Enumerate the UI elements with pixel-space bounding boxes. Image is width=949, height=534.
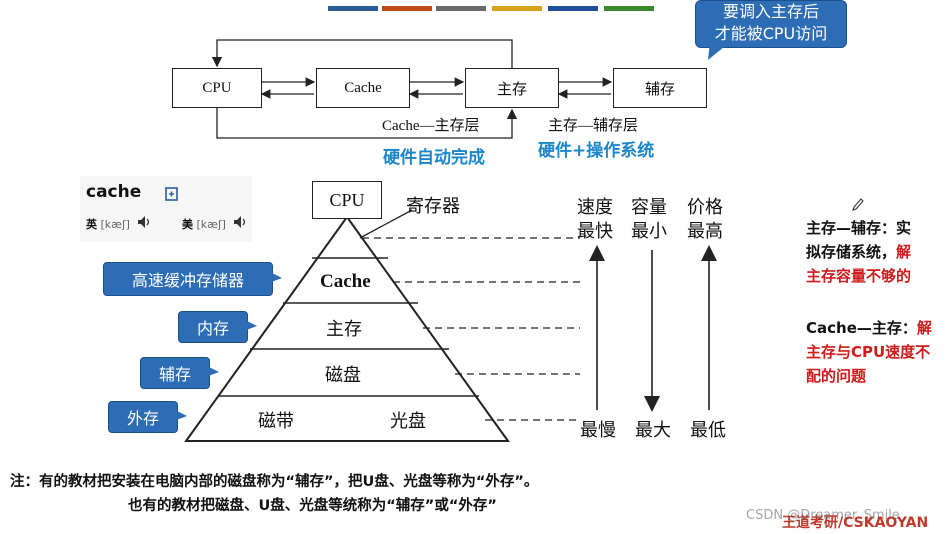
pyramid-level-optical: 光盘	[390, 411, 426, 432]
callout-cache-memory: 高速缓冲存储器	[103, 262, 273, 296]
note-cache-main: Cache—主存：解 主存与CPU速度不 配的问题	[806, 316, 949, 388]
pyramid-level-cache: Cache	[320, 271, 371, 292]
uk-label: 英	[86, 218, 97, 231]
top-callout: 要调入主存后 才能被CPU访问	[695, 0, 847, 48]
bookmark-icon[interactable]	[164, 186, 180, 202]
color-bar-segment	[436, 6, 486, 11]
note-cache-main-line-3: 配的问题	[806, 367, 867, 385]
color-bar-segment	[604, 6, 654, 11]
note-main-aux-line-2a: 拟存储系统，	[806, 243, 897, 261]
note-main-aux: 主存—辅存：实 拟存储系统，解 主存容量不够的	[806, 216, 949, 288]
pen-icon	[852, 198, 864, 211]
callout-tail	[241, 318, 257, 332]
pyramid-level-tape: 磁带	[258, 411, 294, 432]
label-cache-main-layer: Cache—主存层	[382, 118, 480, 134]
callout-tail	[203, 364, 219, 378]
brand-label: 王道考研/CSKAOYAN	[782, 515, 929, 531]
us-label: 美	[182, 218, 193, 231]
uk-pronunciation: 英 [kæʃ]	[86, 216, 130, 232]
main-memory-box: 主存	[465, 68, 559, 108]
note-main-aux-line-2: 拟存储系统，解	[806, 240, 949, 264]
callout-tail	[708, 42, 730, 60]
color-bar-segment	[382, 6, 432, 11]
dictionary-word: cache	[86, 182, 142, 202]
us-ipa: [kæʃ]	[196, 218, 226, 231]
note-main-aux-line-2b: 解	[896, 243, 912, 261]
pyramid-level-main: 主存	[326, 319, 362, 340]
aux-memory-box: 辅存	[613, 68, 707, 108]
pyramid-cpu-box: CPU	[312, 181, 382, 219]
callout-external-memory: 外存	[108, 401, 178, 433]
capacity-top-label: 容量 最小	[631, 196, 667, 244]
callout-internal-memory: 内存	[178, 311, 248, 343]
note-cache-main-line-2: 主存与CPU速度不	[806, 343, 931, 361]
callout-line-2: 才能被CPU访问	[714, 24, 828, 43]
speed-top-label: 速度 最快	[577, 196, 613, 244]
price-label: 价格	[687, 197, 723, 218]
note-cache-main-line-1a: Cache—主存：	[806, 319, 917, 337]
cpu-box: CPU	[172, 68, 262, 108]
dictionary-popup: cache 英 [kæʃ] 美 [kæʃ]	[80, 176, 252, 242]
cache-box: Cache	[316, 68, 410, 108]
us-pronunciation: 美 [kæʃ]	[182, 216, 226, 232]
callout-line-1: 要调入主存后	[722, 2, 819, 21]
color-bar-segment	[548, 6, 598, 11]
largest-label: 最大	[635, 420, 671, 441]
label-main-aux-layer: 主存—辅存层	[548, 118, 639, 134]
capacity-label: 容量	[631, 197, 667, 218]
note-hardware-auto: 硬件自动完成	[383, 148, 485, 168]
slowest-label: 最慢	[580, 420, 616, 441]
smallest-label: 最小	[631, 221, 667, 242]
highest-label: 最高	[687, 221, 723, 242]
bottom-note-line-1: 注：有的教材把安装在电脑内部的磁盘称为“辅存”，把U盘、光盘等称为“外存”。	[10, 474, 539, 490]
color-bar-segment	[492, 6, 542, 11]
note-cache-main-line-1: Cache—主存：解	[806, 316, 949, 340]
csdn-watermark: CSDN @Dreamer_Smile	[746, 508, 900, 523]
lowest-label: 最低	[690, 420, 726, 441]
speaker-icon[interactable]	[233, 215, 247, 229]
uk-ipa: [kæʃ]	[100, 218, 130, 231]
note-hardware-os: 硬件+操作系统	[538, 141, 655, 161]
speaker-icon[interactable]	[137, 215, 151, 229]
callout-tail	[266, 270, 282, 284]
note-main-aux-line-1: 主存—辅存：实	[806, 219, 912, 237]
callout-tail	[171, 408, 187, 422]
pyramid-level-disk: 磁盘	[325, 365, 361, 386]
register-label: 寄存器	[406, 196, 460, 217]
top-diagram-lines	[211, 39, 613, 139]
color-bar-segment	[328, 6, 378, 11]
speed-label: 速度	[577, 197, 613, 218]
bottom-note-line-2: 也有的教材把磁盘、U盘、光盘等统称为“辅存”或“外存”	[128, 498, 497, 514]
price-top-label: 价格 最高	[687, 196, 723, 244]
callout-aux-memory: 辅存	[140, 357, 210, 389]
fastest-label: 最快	[577, 221, 613, 242]
note-cache-main-line-1b: 解	[916, 319, 932, 337]
note-main-aux-line-3: 主存容量不够的	[806, 267, 912, 285]
